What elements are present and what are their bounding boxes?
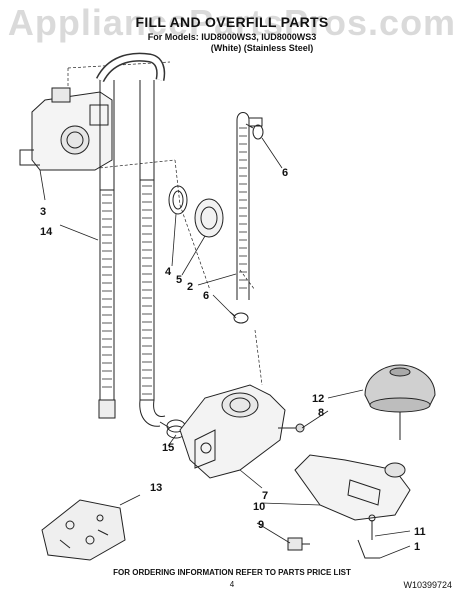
part-9-connector — [287, 537, 310, 551]
callout-8: 8 — [318, 407, 324, 419]
page-number: 4 — [229, 580, 235, 589]
callout-14: 14 — [40, 226, 53, 238]
screw-11 — [368, 514, 376, 540]
page-title: FILL AND OVERFILL PARTS — [135, 14, 329, 30]
leader-lines — [39, 137, 411, 559]
callout-4: 4 — [165, 266, 172, 278]
corrugated-hose-center — [139, 80, 166, 427]
switch-bracket-10 — [294, 454, 411, 521]
callout-15: 15 — [162, 442, 174, 454]
part-1-wire — [357, 539, 380, 559]
ordering-info: FOR ORDERING INFORMATION REFER TO PARTS … — [113, 568, 351, 577]
callout-10: 10 — [253, 501, 265, 513]
callout-5: 5 — [176, 274, 182, 286]
fill-body-7 — [179, 384, 286, 479]
seal-ring-4 — [168, 185, 188, 215]
callout-13: 13 — [150, 482, 162, 494]
screw-8 — [278, 423, 305, 433]
callout-11: 11 — [414, 526, 426, 538]
model-numbers: For Models: IUD8000WS3, IUD8000WS3 — [147, 32, 317, 42]
vent-hose-2 — [236, 112, 263, 300]
fill-inlet-housing — [19, 87, 113, 171]
callout-3: 3 — [40, 206, 46, 218]
corrugated-hose-14 — [95, 52, 166, 419]
float-switch-12 — [364, 364, 436, 440]
clamp-6-bottom — [229, 311, 249, 324]
document-number: W10399724 — [403, 580, 452, 590]
parts-bag-13 — [41, 499, 126, 561]
callout-6-top: 6 — [282, 167, 288, 179]
model-variants: (White) (Stainless Steel) — [210, 43, 314, 53]
callout-1: 1 — [414, 541, 420, 553]
callout-6-bottom: 6 — [203, 290, 209, 302]
callout-7: 7 — [262, 490, 268, 502]
clamp-6-top — [245, 123, 264, 140]
nut-ring-5 — [194, 198, 224, 238]
callout-2: 2 — [187, 281, 193, 293]
callout-12: 12 — [312, 393, 324, 405]
callout-9: 9 — [258, 519, 264, 531]
